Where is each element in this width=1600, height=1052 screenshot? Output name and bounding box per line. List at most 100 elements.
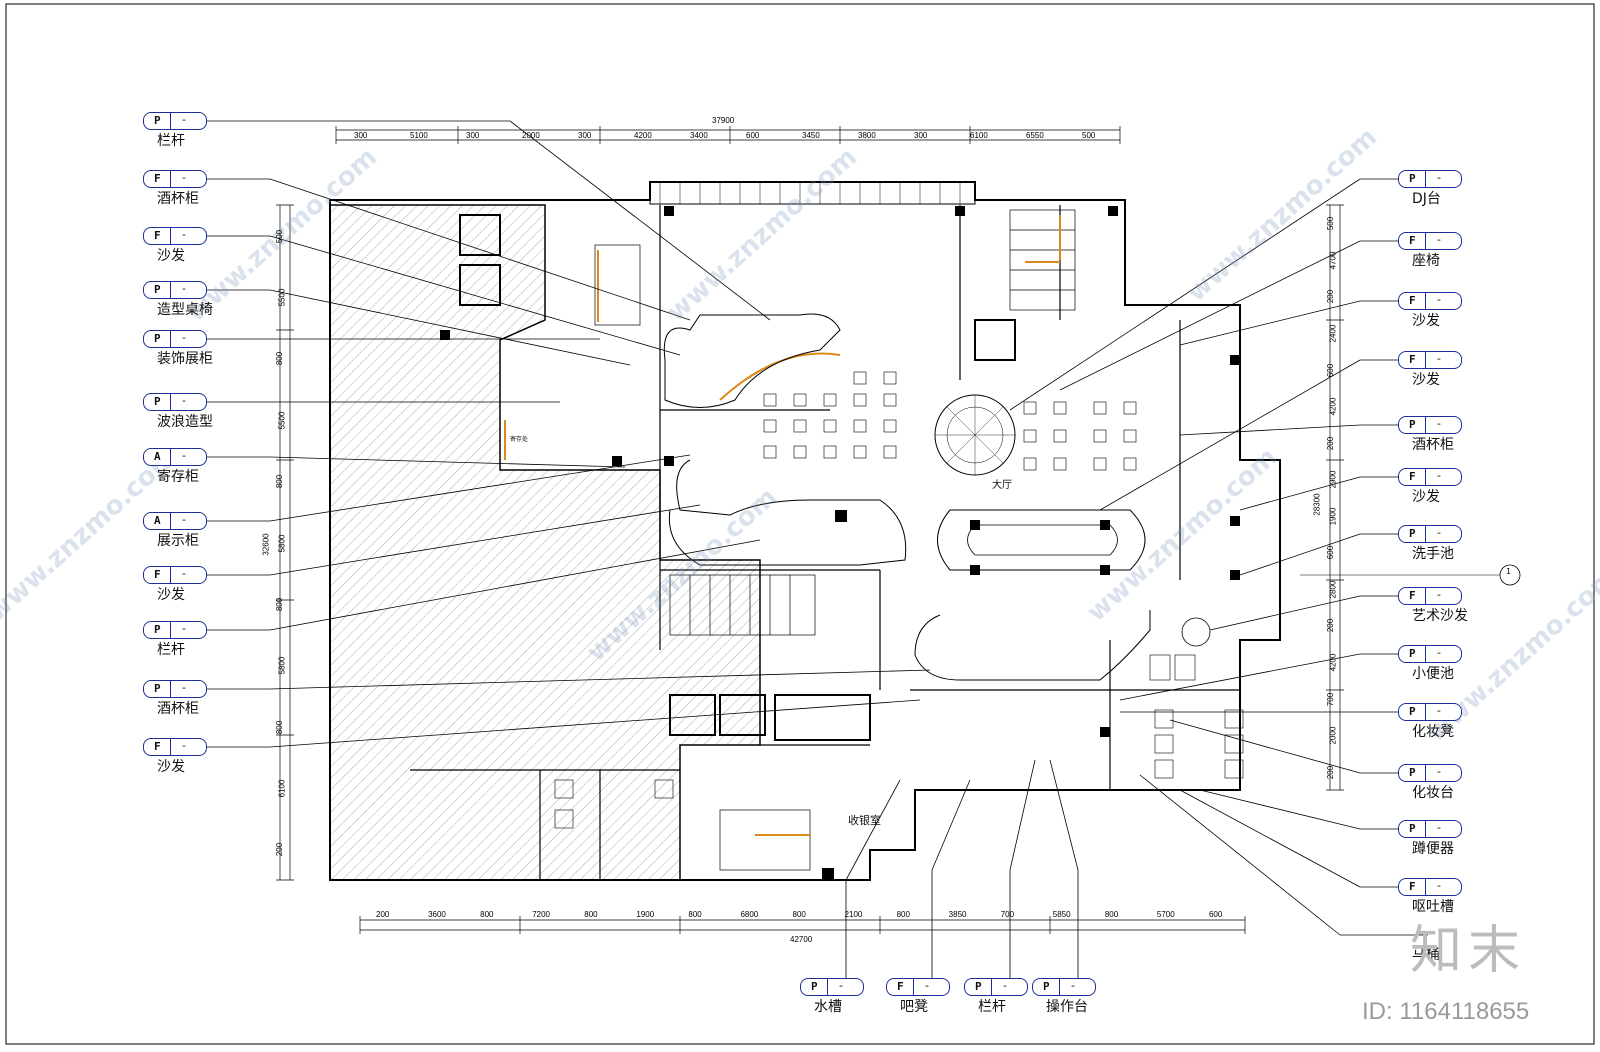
callouts_bottom-label-3: 操作台 <box>1046 999 1088 1015</box>
tag-dash: - <box>182 449 186 462</box>
tag-code: P <box>1409 172 1416 185</box>
callouts_right-tag-4: P- <box>1398 416 1462 434</box>
callouts_left-tag-5: P- <box>143 393 207 411</box>
tag-dash: - <box>182 171 186 184</box>
dimension-value: 6100 <box>970 131 988 140</box>
tag-divider <box>170 567 171 583</box>
callouts_bottom-label-2: 栏杆 <box>978 999 1006 1015</box>
tag-code: F <box>1409 234 1416 247</box>
callouts_right-tag-6: P- <box>1398 525 1462 543</box>
dimension-value: 5800 <box>277 656 287 675</box>
dimension-value: 4200 <box>1328 397 1338 416</box>
tag-divider <box>170 394 171 410</box>
tag-code: A <box>154 450 161 463</box>
dimension-value: 7200 <box>532 910 550 919</box>
tag-divider <box>1425 352 1426 368</box>
tag-code: P <box>1409 705 1416 718</box>
tag-divider <box>1425 879 1426 895</box>
dimension-value: 800 <box>1104 910 1119 919</box>
dimension-value: 1900 <box>1328 507 1338 526</box>
booth-lower <box>668 459 907 566</box>
callouts_bottom-tag-2: P- <box>964 978 1028 996</box>
callouts_right-label-11: 蹲便器 <box>1412 841 1454 857</box>
roof-band-ticks <box>659 182 961 204</box>
tag-code: F <box>897 980 904 993</box>
room-storage: 寄存处 <box>510 436 529 443</box>
dimension-value: 2100 <box>844 910 863 919</box>
tag-code: P <box>154 395 161 408</box>
tag-divider <box>991 979 992 995</box>
tag-dash: - <box>182 567 186 580</box>
callouts_left-label-2: 沙发 <box>157 248 185 264</box>
callouts_right-tag-7: F- <box>1398 587 1462 605</box>
dimension-value: 4200 <box>634 131 652 140</box>
tag-dash: - <box>1437 171 1441 184</box>
tag-dash: - <box>1437 588 1441 601</box>
tag-code: P <box>1409 527 1416 540</box>
tag-dash: - <box>182 622 186 635</box>
tag-divider <box>170 513 171 529</box>
restroom-stalls <box>554 654 1244 829</box>
tag-dash: - <box>1437 352 1441 365</box>
overall-dim-left: 32600 <box>261 533 271 556</box>
callouts_left-tag-8: F- <box>143 566 207 584</box>
callouts_left-tag-4: P- <box>143 330 207 348</box>
tag-code: F <box>1409 294 1416 307</box>
dimension-value: 200 <box>376 910 390 919</box>
callouts_bottom-label-1: 吧凳 <box>900 999 928 1015</box>
tag-code: P <box>975 980 982 993</box>
dimension-ticks <box>276 126 1344 934</box>
tag-divider <box>170 282 171 298</box>
tag-dash: - <box>839 979 843 992</box>
tag-divider <box>827 979 828 995</box>
overall-dim-bottom: 42700 <box>790 935 813 944</box>
dimension-lines <box>279 129 1341 931</box>
dimension-value: 300 <box>914 131 928 140</box>
dimension-value: 2000 <box>522 131 540 140</box>
booth-right <box>914 610 1151 681</box>
tag-code: P <box>154 682 161 695</box>
callouts_right-label-9: 化妆凳 <box>1412 724 1454 740</box>
tag-code: P <box>154 114 161 127</box>
tag-code: F <box>154 568 161 581</box>
tag-divider <box>1425 588 1426 604</box>
callouts_left-tag-11: F- <box>143 738 207 756</box>
leaders-right <box>1009 178 1428 936</box>
dimension-value: 200 <box>1326 619 1336 633</box>
tag-code: P <box>1409 822 1416 835</box>
tag-dash: - <box>182 331 186 344</box>
tag-divider <box>170 113 171 129</box>
tag-dash: - <box>1003 979 1007 992</box>
tag-divider <box>170 681 171 697</box>
dimension-value: 3450 <box>802 131 820 140</box>
overall-dim-right: 28300 <box>1312 493 1322 516</box>
callouts_left-label-3: 造型桌椅 <box>157 302 213 318</box>
dimension-value: 3800 <box>858 131 876 140</box>
tag-divider <box>1425 646 1426 662</box>
callouts_left-label-1: 酒杯柜 <box>157 191 199 207</box>
callouts_right-label-8: 小便池 <box>1412 666 1454 682</box>
callouts_right-tag-10: P- <box>1398 764 1462 782</box>
table-grid-left <box>763 371 897 459</box>
tag-divider <box>170 739 171 755</box>
leaders-left <box>204 120 931 748</box>
tag-dash: - <box>925 979 929 992</box>
callouts_right-label-6: 洗手池 <box>1412 546 1454 562</box>
callouts_right-tag-0: P- <box>1398 170 1462 188</box>
tag-code: F <box>154 172 161 185</box>
dimension-value: 600 <box>746 131 760 140</box>
callouts_right-label-4: 酒杯柜 <box>1412 437 1454 453</box>
elevators <box>459 214 1016 741</box>
callouts_right-label-13: 马桶 <box>1412 947 1440 963</box>
tag-dash: - <box>1437 821 1441 834</box>
callouts_left-tag-2: F- <box>143 227 207 245</box>
overall-dim-top: 37900 <box>712 116 735 125</box>
callouts_right-label-1: 座椅 <box>1412 253 1440 269</box>
tag-dash: - <box>1437 879 1441 892</box>
tag-code: P <box>154 623 161 636</box>
callouts_left-label-6: 寄存柜 <box>157 469 199 485</box>
dimension-value: 200 <box>275 843 285 857</box>
callouts_left-tag-3: P- <box>143 281 207 299</box>
room-hall: 大厅 <box>992 480 1012 491</box>
